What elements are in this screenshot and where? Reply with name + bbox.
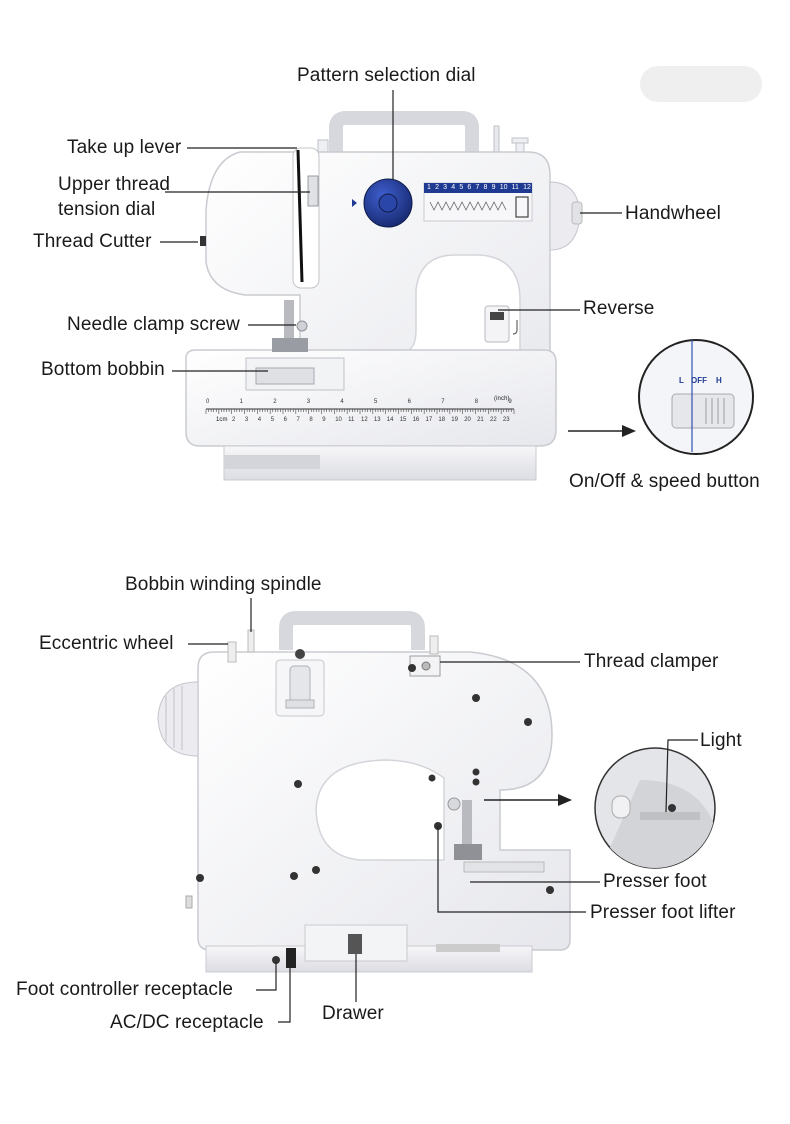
switch-low-mark: L [679, 376, 684, 385]
label-needle-clamp-screw: Needle clamp screw [67, 314, 240, 335]
pattern-number: 9 [491, 184, 496, 191]
label-ac-dc-receptacle: AC/DC receptacle [110, 1012, 264, 1033]
label-take-up-lever: Take up lever [67, 137, 182, 158]
pattern-number: 12 [523, 184, 531, 191]
back-machine [157, 611, 571, 973]
pattern-number: 8 [483, 184, 488, 191]
pattern-number: 11 [511, 184, 519, 191]
ruler-cm-label: 9 [322, 417, 326, 423]
ruler-cm-label: 8 [309, 417, 313, 423]
ruler-inch-label: 2 [273, 399, 277, 405]
label-drawer: Drawer [322, 1003, 384, 1024]
ruler-inch-label: 4 [340, 399, 344, 405]
ruler-cm-unit: 1cm [216, 417, 228, 423]
label-pattern-selection-dial: Pattern selection dial [297, 65, 476, 86]
ruler-inch-label: 5 [374, 399, 378, 405]
ruler-cm-label: 13 [373, 417, 381, 423]
label-thread-clamper: Thread clamper [584, 651, 719, 672]
ruler-cm-label: 14 [386, 417, 394, 423]
label-upper-thread-tension-dial: Upper thread tension dial [58, 174, 171, 220]
light-zoom [594, 747, 716, 869]
ruler-inch-label: 3 [306, 399, 311, 405]
ruler-cm-label: 20 [464, 417, 471, 423]
ruler-inch-label: 7 [441, 399, 445, 405]
ruler-inch-label: 6 [407, 399, 411, 405]
ruler-ticks [205, 409, 515, 414]
ruler-cm-label: 22 [490, 417, 497, 423]
label-on-off-speed-button: On/Off & speed button [569, 471, 760, 492]
ruler-inch-label: 9 [508, 399, 512, 405]
ruler-cm-label: 18 [438, 417, 446, 423]
placeholder-pill [640, 66, 762, 102]
pattern-number: 5 [459, 184, 464, 191]
label-thread-cutter: Thread Cutter [33, 231, 152, 252]
ruler-cm-label: 10 [335, 417, 342, 423]
switch-high-mark: H [716, 376, 722, 385]
label-bottom-bobbin: Bottom bobbin [41, 359, 165, 380]
ruler-cm-label: 6 [283, 417, 287, 423]
label-light: Light [700, 730, 742, 751]
ruler-cm-label: 3 [244, 417, 249, 423]
ruler-inch-label: 8 [474, 399, 479, 405]
label-bobbin-winding-spindle: Bobbin winding spindle [125, 574, 322, 595]
label-presser-foot: Presser foot [603, 871, 707, 892]
ruler-cm-label: 16 [412, 417, 420, 423]
arrow-right-icon [622, 425, 636, 437]
ruler-cm-label: 21 [477, 417, 484, 423]
leader-lines [160, 90, 698, 1023]
ruler-inch-unit: (inch) [494, 396, 510, 402]
ruler-cm-label: 5 [270, 417, 275, 423]
ruler-cm-label: 2 [232, 417, 236, 423]
label-eccentric-wheel: Eccentric wheel [39, 633, 174, 654]
ruler-cm-label: 17 [425, 417, 433, 423]
ruler-cm-label: 7 [296, 417, 300, 423]
ruler-inch-label: 1 [239, 399, 243, 405]
pattern-number: 1 [427, 184, 431, 191]
label-presser-foot-lifter: Presser foot lifter [590, 902, 736, 923]
ruler-cm-label: 4 [257, 417, 262, 423]
pattern-number: 10 [499, 184, 508, 191]
ruler-cm-label: 23 [502, 417, 510, 423]
pattern-number: 6 [467, 184, 472, 191]
ruler-inch-label: 0 [206, 399, 210, 405]
pattern-number: 3 [443, 184, 448, 191]
ruler-cm-label: 19 [451, 417, 458, 423]
label-foot-controller-receptacle: Foot controller receptacle [16, 979, 233, 1000]
switch-off-mark: OFF [691, 376, 707, 385]
pattern-number: 4 [451, 184, 456, 191]
pattern-number: 2 [435, 184, 439, 191]
label-handwheel: Handwheel [625, 203, 721, 224]
switch-zoom: L OFF H [638, 339, 754, 455]
pattern-number: 7 [475, 184, 480, 191]
ruler-cm-label: 11 [348, 417, 355, 423]
arrow-right-icon [558, 794, 572, 806]
front-machine [185, 111, 583, 481]
label-reverse: Reverse [583, 298, 655, 319]
ruler-cm-label: 15 [399, 417, 407, 423]
ruler-cm-label: 12 [361, 417, 368, 423]
